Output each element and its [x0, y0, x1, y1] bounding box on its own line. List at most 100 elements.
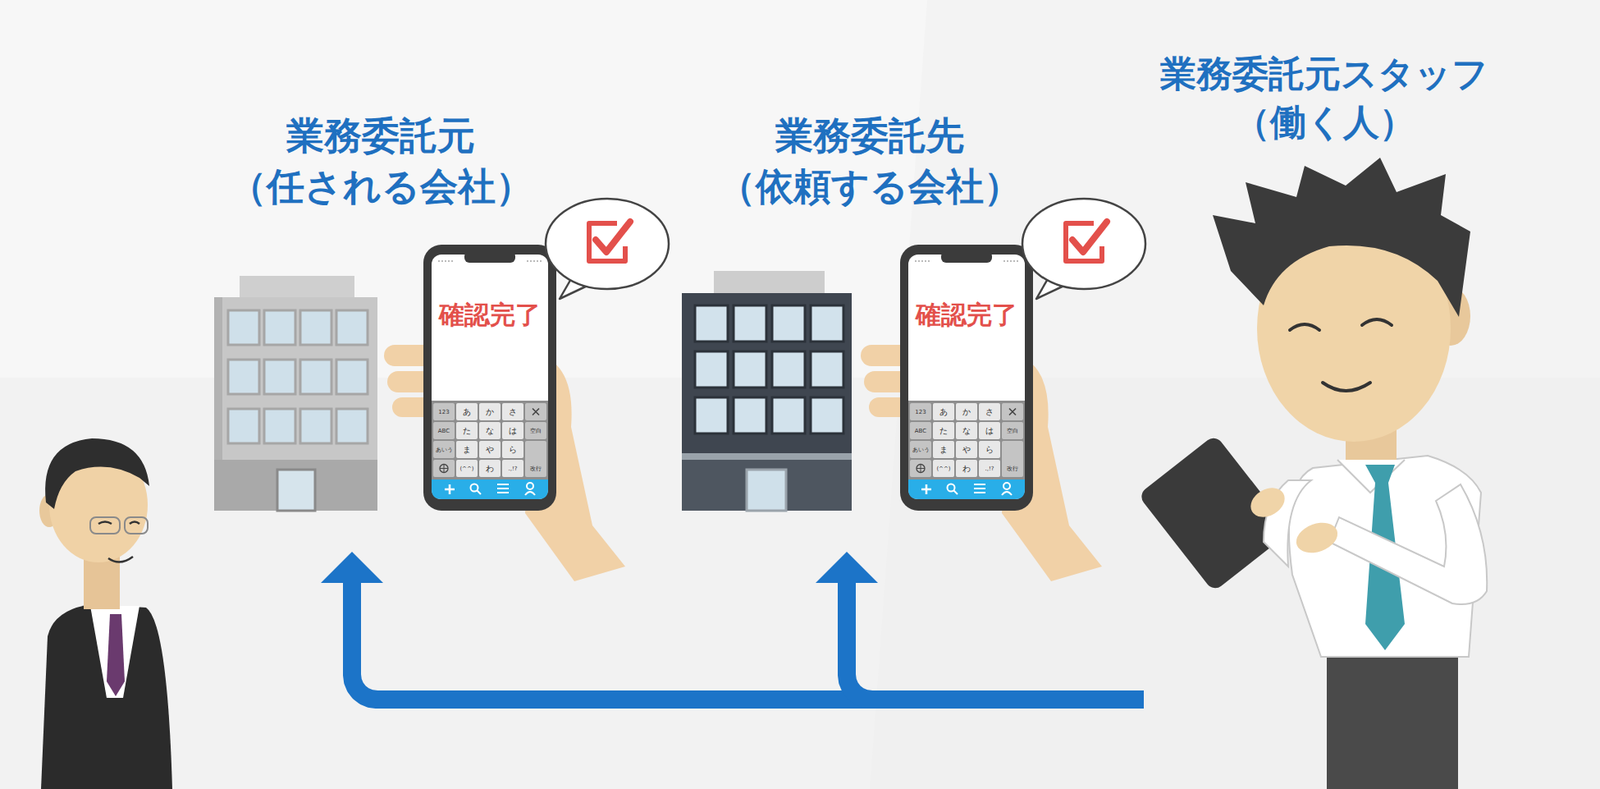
- key-label: 123: [432, 402, 456, 421]
- keyboard-keys: [433, 402, 1024, 477]
- heading: 業務委託元スタッフ （働く人）: [1143, 49, 1505, 147]
- company-group: 業務委託先 （依頼する会社） 確認完了: [676, 106, 1149, 552]
- phone-screen: 確認完了: [908, 270, 1025, 394]
- status-text: 確認完了: [908, 297, 1025, 331]
- key: [525, 402, 547, 421]
- globe-symbol: [439, 464, 448, 473]
- key-label: 空白: [1001, 420, 1024, 440]
- tablet: [1138, 434, 1292, 592]
- window: [772, 397, 805, 434]
- key: [932, 402, 955, 421]
- hair: [45, 438, 150, 509]
- key: [433, 402, 455, 421]
- window: [733, 305, 767, 342]
- key-label: .,!?: [978, 458, 1002, 478]
- status-text: 確認完了: [431, 297, 549, 331]
- key-label: わ: [478, 458, 502, 478]
- mouth: [108, 556, 133, 563]
- key-label: ABC: [432, 420, 456, 440]
- key-label: あいう: [909, 439, 933, 459]
- key-label: た: [932, 420, 956, 440]
- key: [955, 440, 978, 458]
- building-body: [681, 292, 852, 511]
- window: [336, 408, 368, 444]
- trousers: [1326, 648, 1459, 789]
- building-windows: [694, 305, 844, 434]
- window: [300, 310, 332, 345]
- key-label: た: [455, 420, 479, 440]
- company-group: 業務委託元 （任される会社）確認完了: [205, 106, 669, 552]
- building-door: [277, 469, 316, 511]
- key: [502, 440, 524, 458]
- key-label: あ: [455, 402, 479, 421]
- key: [978, 402, 1001, 421]
- building-roof: [239, 275, 355, 301]
- key: [955, 421, 978, 439]
- window: [264, 408, 296, 444]
- globe-symbol: [916, 464, 925, 473]
- hand: [1292, 516, 1342, 558]
- phone-screen: 確認完了: [431, 270, 549, 394]
- key-label: さ: [501, 402, 525, 421]
- key: [955, 402, 978, 421]
- key-label: さ: [978, 402, 1002, 421]
- flow-arrow: [352, 582, 1144, 700]
- key-label: 改行: [524, 458, 548, 478]
- window: [336, 359, 368, 394]
- window: [300, 359, 332, 394]
- tie: [106, 613, 125, 696]
- heading: 業務委託先 （依頼する会社）: [705, 109, 1034, 212]
- key-label: (^^): [455, 458, 479, 478]
- key-label: 空白: [524, 420, 548, 440]
- key: [456, 440, 478, 458]
- key-label: (^^): [932, 458, 956, 478]
- globe-symbol: [916, 464, 925, 473]
- building-base: [214, 459, 378, 511]
- key: [932, 421, 955, 439]
- key: [433, 440, 455, 458]
- key: [502, 459, 524, 477]
- window: [228, 310, 260, 345]
- key: [479, 459, 501, 477]
- shirt: [90, 605, 140, 698]
- window: [228, 408, 260, 444]
- key-label: わ: [955, 458, 979, 478]
- staff-figure: 業務委託元スタッフ （働く人）: [1143, 49, 1505, 789]
- key: [909, 440, 932, 458]
- glasses: [90, 516, 120, 534]
- key-label: あいう: [432, 439, 456, 459]
- hand: [1245, 481, 1290, 523]
- key: [456, 459, 478, 477]
- key: [932, 440, 955, 458]
- key: [456, 402, 478, 421]
- eyes: [1289, 319, 1392, 330]
- globe-symbol: [439, 464, 448, 473]
- key: [479, 402, 501, 421]
- key: [433, 421, 455, 439]
- key: [1001, 440, 1024, 477]
- key: [525, 440, 547, 477]
- key: [955, 459, 978, 477]
- key-label: は: [978, 420, 1002, 440]
- key: [1001, 402, 1024, 421]
- building-roof: [713, 270, 825, 296]
- key: [978, 421, 1001, 439]
- window: [264, 359, 296, 394]
- building-windows: [228, 310, 368, 444]
- key: [433, 459, 455, 477]
- key-label: は: [501, 420, 525, 440]
- hair: [1212, 157, 1471, 317]
- sleeve: [1329, 484, 1487, 604]
- key: [502, 402, 524, 421]
- window: [810, 351, 844, 388]
- window: [733, 397, 767, 434]
- delete-symbol: [532, 408, 540, 416]
- delete-symbol: [1009, 408, 1016, 416]
- key-label: ら: [978, 439, 1002, 459]
- window: [772, 351, 805, 388]
- key: [909, 459, 932, 477]
- key: [525, 421, 547, 439]
- window: [264, 310, 296, 345]
- eyes: [98, 521, 140, 525]
